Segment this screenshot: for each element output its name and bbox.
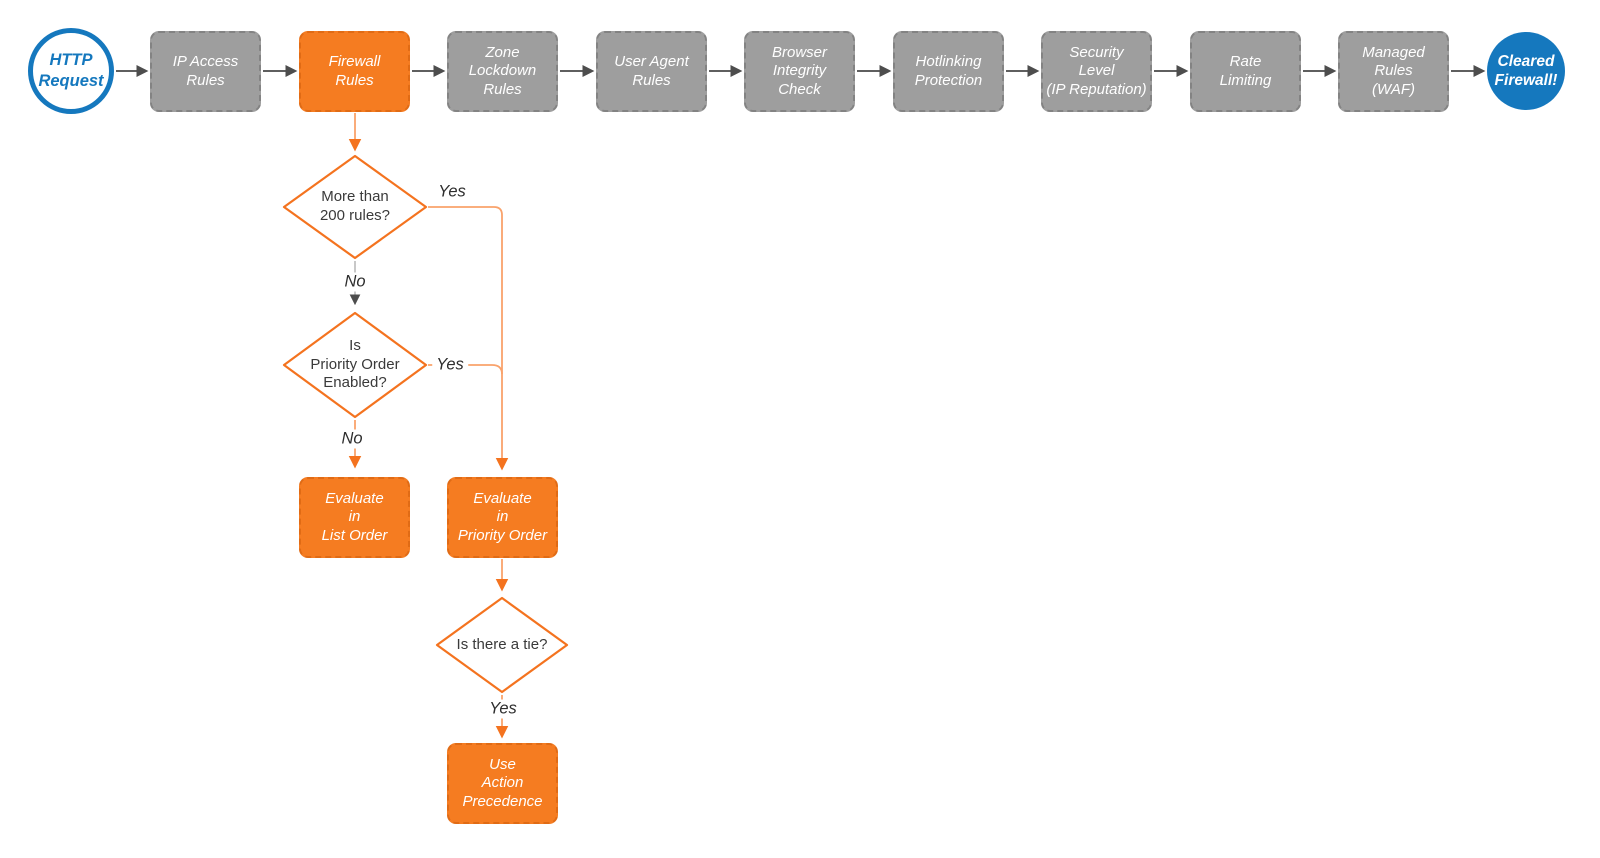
decision-more-than-200-rules: More than 200 rules?	[282, 154, 428, 260]
decision-label: Is there a tie?	[456, 635, 548, 653]
step-security-level: Security Level (IP Reputation)	[1041, 31, 1152, 112]
edge-label-decision1-no: No	[340, 272, 370, 292]
edge-label-decision3-yes: Yes	[485, 699, 521, 719]
start-node-http-request: HTTP Request	[28, 28, 114, 114]
step-managed-rules-waf: Managed Rules (WAF)	[1338, 31, 1449, 112]
edge-label-decision2-no: No	[337, 429, 367, 449]
step-user-agent-rules: User Agent Rules	[596, 31, 707, 112]
end-node-cleared-firewall: Cleared Firewall!	[1487, 32, 1565, 110]
decision-label: Is Priority Order Enabled?	[310, 336, 400, 392]
step-ip-access-rules: IP Access Rules	[150, 31, 261, 112]
action-use-action-precedence: Use Action Precedence	[447, 743, 558, 824]
edge-label-decision1-yes: Yes	[434, 182, 470, 202]
step-zone-lockdown-rules: Zone Lockdown Rules	[447, 31, 558, 112]
action-evaluate-list-order: Evaluate in List Order	[299, 477, 410, 558]
action-evaluate-priority-order: Evaluate in Priority Order	[447, 477, 558, 558]
diamond-shape	[282, 311, 428, 419]
arrow-decision2-yes-merge	[428, 364, 503, 375]
diamond-shape	[435, 596, 569, 694]
decision-priority-order-enabled: Is Priority Order Enabled?	[282, 311, 428, 419]
diamond-shape	[282, 154, 428, 260]
arrow-decision1-yes-to-priority	[428, 206, 509, 471]
edge-label-decision2-yes: Yes	[432, 355, 468, 375]
step-hotlinking-protection: Hotlinking Protection	[893, 31, 1004, 112]
step-firewall-rules: Firewall Rules	[299, 31, 410, 112]
step-rate-limiting: Rate Limiting	[1190, 31, 1301, 112]
step-browser-integrity-check: Browser Integrity Check	[744, 31, 855, 112]
decision-label: More than 200 rules?	[319, 188, 391, 224]
decision-is-there-a-tie: Is there a tie?	[435, 596, 569, 694]
